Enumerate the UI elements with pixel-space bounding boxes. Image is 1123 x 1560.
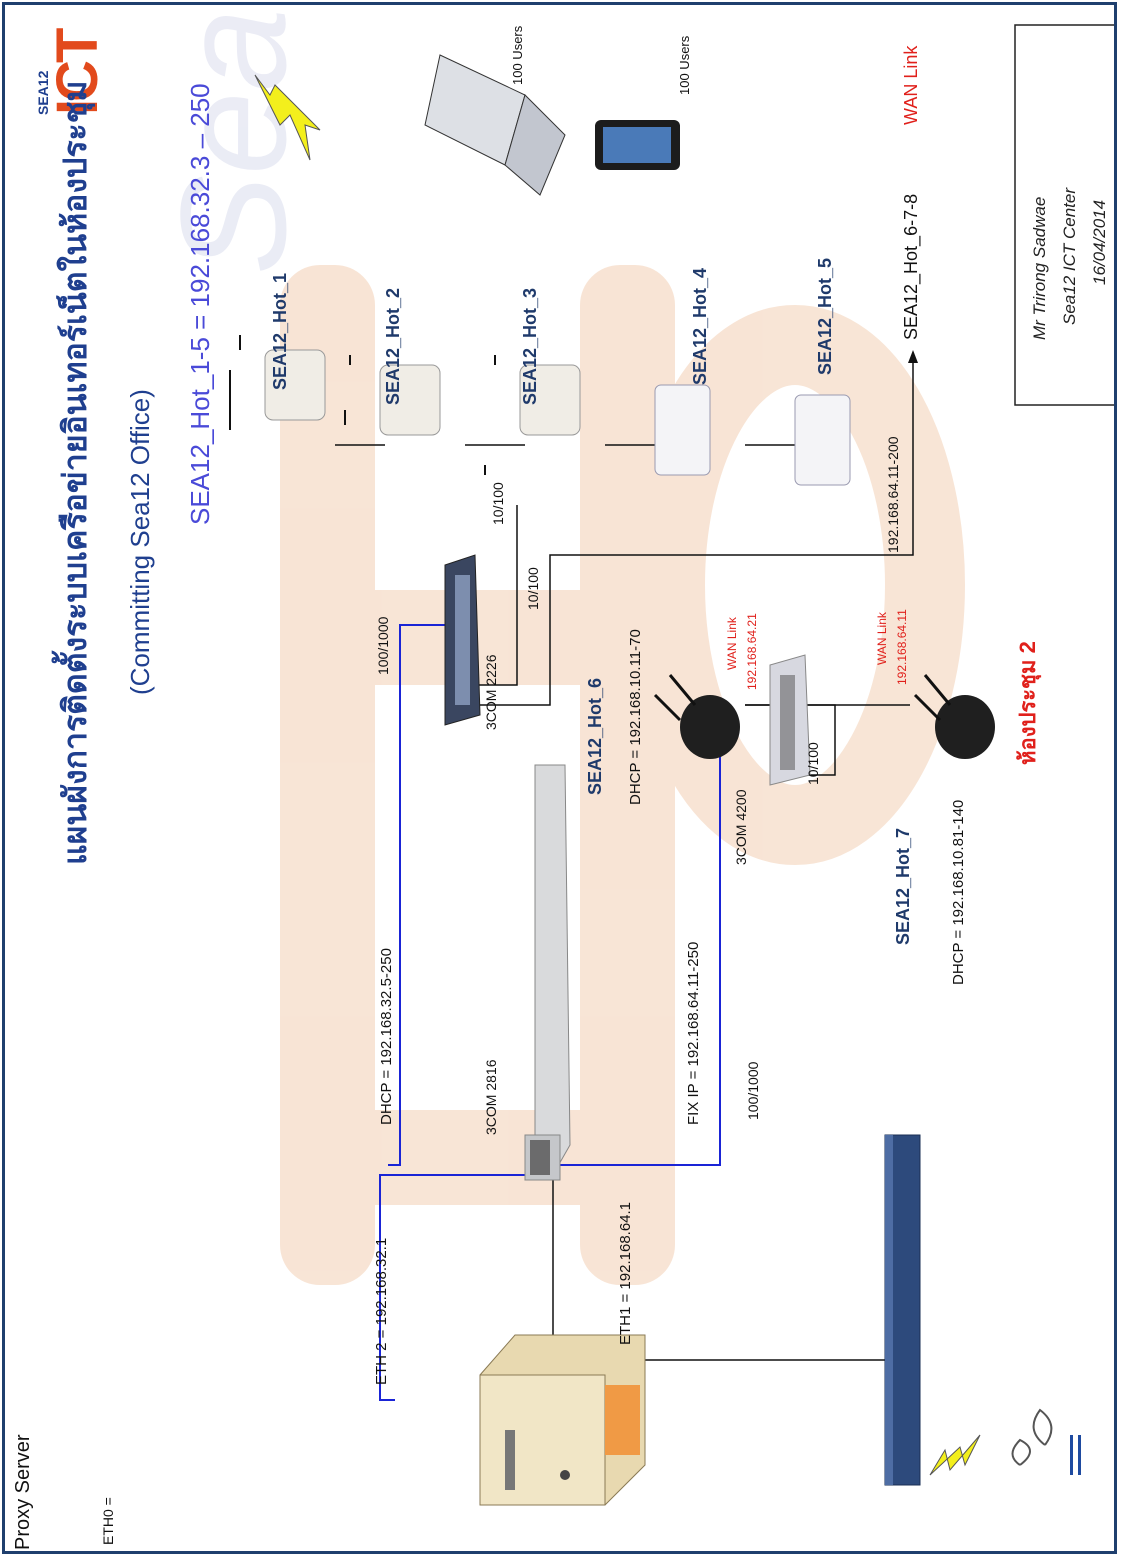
hotspot-label-3: SEA12_Hot_3 bbox=[520, 287, 540, 405]
users-label: 100 Users bbox=[510, 25, 525, 85]
page-subtitle: (Committing Sea12 Office) bbox=[125, 389, 155, 695]
tablet-icon bbox=[595, 120, 680, 170]
svg-text:Sea12: Sea12 bbox=[149, 5, 317, 275]
access-point-icon bbox=[349, 355, 441, 436]
hotspot-range-label: SEA12_Hot_1-5 = 192.168.32.3 – 250 bbox=[185, 83, 215, 525]
users-label: 100 Users bbox=[677, 35, 692, 95]
lightning-icon bbox=[254, 74, 321, 161]
sw-to-wan bbox=[473, 360, 914, 706]
speed-label: 10/100 bbox=[525, 567, 541, 610]
speed-label: 100/1000 bbox=[375, 616, 391, 675]
proxy-server-icon bbox=[479, 1334, 646, 1506]
switch-4200-icon bbox=[769, 654, 811, 786]
access-point-icon bbox=[494, 355, 581, 436]
dhcp-main-label: DHCP = 192.168.32.5-250 bbox=[378, 948, 395, 1125]
credit-name: Mr Trirong Sadwae bbox=[1030, 196, 1049, 340]
page-title: แผนผังการติดตั้งระบบเครือข่ายอินเทอร์เน็… bbox=[57, 80, 93, 865]
eth0-label: ETH0 = bbox=[100, 1497, 116, 1545]
laptop-icon bbox=[424, 54, 566, 196]
hotspot-label-4: SEA12_Hot_4 bbox=[690, 267, 710, 385]
dhcp-line bbox=[388, 624, 450, 1166]
modem-icon bbox=[884, 1134, 921, 1486]
switch-2226-label: 3COM 2226 bbox=[483, 654, 499, 730]
speed-label: 100/1000 bbox=[745, 1061, 761, 1120]
speed-label: 10/100 bbox=[805, 742, 821, 785]
hot7-wan-label: WAN Link bbox=[875, 612, 889, 665]
credit-box bbox=[1014, 24, 1114, 406]
proxy-label: Proxy Server bbox=[12, 1434, 34, 1550]
fix-ip-label: FIX IP = 192.168.64.11-250 bbox=[685, 941, 702, 1125]
hot7-dhcp-label: DHCP = 192.168.10.81-140 bbox=[950, 799, 967, 985]
access-point-icon bbox=[654, 384, 711, 476]
hot6-label: SEA12_Hot_6 bbox=[585, 677, 605, 795]
access-point-icon bbox=[239, 335, 326, 421]
room-label: ห้องประชุม 2 bbox=[1015, 641, 1040, 765]
hot6-dhcp-label: DHCP = 192.168.10.11-70 bbox=[627, 629, 644, 805]
eth2-line bbox=[379, 1174, 525, 1401]
hot678-label: SEA12_Hot_6-7-8 bbox=[901, 193, 921, 340]
credit-org: Sea12 ICT Center bbox=[1060, 187, 1079, 325]
tot-logo bbox=[1011, 1408, 1081, 1475]
router-icon bbox=[653, 674, 740, 759]
hot6-wan-label: WAN Link bbox=[725, 617, 739, 670]
sw-to-ap3 bbox=[475, 505, 518, 686]
watermark: Sea12 bbox=[149, 5, 965, 1285]
wan-link-label: WAN Link bbox=[901, 45, 921, 125]
wan-arrow bbox=[908, 350, 918, 363]
hotspot-label-5: SEA12_Hot_5 bbox=[815, 257, 835, 375]
hot6-wan-ip: 192.168.64.21 bbox=[745, 613, 759, 690]
switch-2226-icon bbox=[444, 554, 481, 726]
wan-range-label: 192.168.64.11-200 bbox=[885, 436, 901, 553]
switch-2816-icon bbox=[524, 764, 571, 1181]
eth2-label: ETH 2 = 192.168.32.1 bbox=[373, 1237, 390, 1385]
eth1-label: ETH1 = 192.168.64.1 bbox=[617, 1201, 634, 1345]
hotspot-label-2: SEA12_Hot_2 bbox=[383, 287, 403, 405]
speed-label: 10/100 bbox=[490, 482, 506, 525]
hotspot-label-1: SEA12_Hot_1 bbox=[270, 272, 290, 390]
credit-date: 16/04/2014 bbox=[1090, 199, 1109, 285]
hot7-label: SEA12_Hot_7 bbox=[893, 827, 913, 945]
access-point-icon bbox=[794, 394, 851, 486]
hot7-wan-ip: 192.168.64.11 bbox=[895, 609, 909, 685]
switch-4200-label: 3COM 4200 bbox=[733, 789, 749, 865]
router-icon bbox=[913, 674, 995, 759]
diagram-canvas: Sea12 bbox=[149, 5, 1114, 1506]
switch-2816-label: 3COM 2816 bbox=[483, 1059, 499, 1135]
lightning-icon bbox=[929, 1434, 981, 1476]
diagram-stage: Sea12 bbox=[5, 5, 1114, 1551]
